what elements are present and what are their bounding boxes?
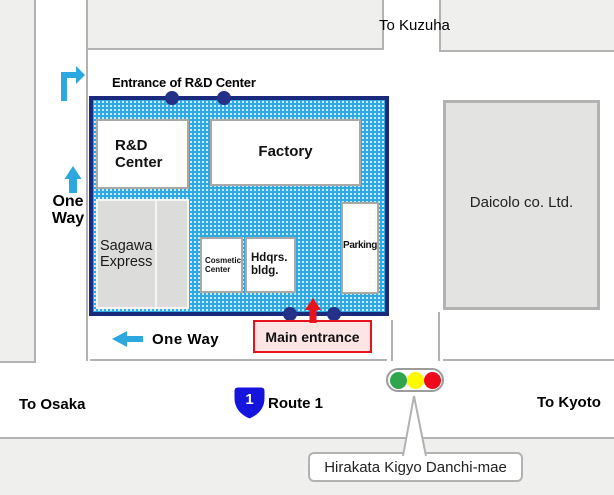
route-1-badge: 1 — [233, 386, 266, 420]
yellow-light-icon — [406, 371, 424, 389]
gate-dot-south-2 — [327, 307, 341, 321]
to-kyoto-label: To Kyoto — [537, 394, 601, 411]
station-callout: Hirakata Kigyo Danchi-mae — [308, 452, 523, 482]
curb-line-daicolo-side — [438, 312, 440, 361]
route-badge-number: 1 — [245, 391, 254, 408]
city-block-top-right — [439, 0, 614, 52]
main-entrance-box: Main entrance — [253, 320, 372, 353]
sagawa-divider — [155, 201, 157, 307]
curb-line-route1-top-b — [443, 359, 614, 361]
cosmetic-center-building: Cosmetic Center — [200, 237, 243, 293]
red-light-icon — [423, 371, 441, 389]
station-callout-label: Hirakata Kigyo Danchi-mae — [324, 458, 507, 476]
curb-line-entrance-road — [391, 320, 393, 361]
sagawa-express-label: Sagawa Express — [100, 238, 153, 270]
factory-label: Factory — [258, 143, 313, 161]
daicolo-label: Daicolo co. Ltd. — [469, 194, 574, 211]
gate-dot-south-1 — [283, 307, 297, 321]
parking-building: Parking — [341, 202, 379, 294]
to-osaka-label: To Osaka — [19, 396, 86, 413]
to-kuzuha-label: To Kuzuha — [379, 17, 450, 34]
cosmetic-center-label: Cosmetic Center — [205, 255, 242, 275]
one-way-label-horizontal: One Way — [152, 331, 220, 348]
gate-dot-north-2 — [217, 91, 231, 105]
traffic-light-icon — [386, 368, 444, 392]
green-light-icon — [389, 371, 407, 389]
rnd-center-building: R&D Center — [96, 119, 189, 189]
gate-dot-north-1 — [165, 91, 179, 105]
route-shield-icon — [234, 387, 265, 419]
curb-line-left — [86, 50, 88, 361]
headquarters-building: Hdqrs. bldg. — [245, 237, 296, 293]
headquarters-label: Hdqrs. bldg. — [251, 252, 288, 277]
factory-building: Factory — [210, 119, 361, 186]
turn-right-arrow-icon — [61, 66, 85, 101]
one-way-left-arrow-icon — [112, 331, 143, 347]
rnd-center-label: R&D Center — [115, 137, 163, 171]
entrance-of-rnd-center-label: Entrance of R&D Center — [112, 75, 256, 90]
route-1-label: Route 1 — [268, 395, 324, 412]
city-block-left — [0, 0, 36, 363]
one-way-label-vertical: One Way — [51, 193, 85, 227]
one-way-up-arrow-icon — [64, 166, 82, 193]
curb-line-route1-top-a — [90, 359, 387, 361]
city-block-top-left — [86, 0, 384, 50]
sagawa-express-building: Sagawa Express — [96, 199, 189, 309]
parking-label: Parking — [343, 240, 377, 251]
daicolo-building: Daicolo co. Ltd. — [443, 100, 600, 310]
main-entrance-label: Main entrance — [265, 328, 360, 345]
